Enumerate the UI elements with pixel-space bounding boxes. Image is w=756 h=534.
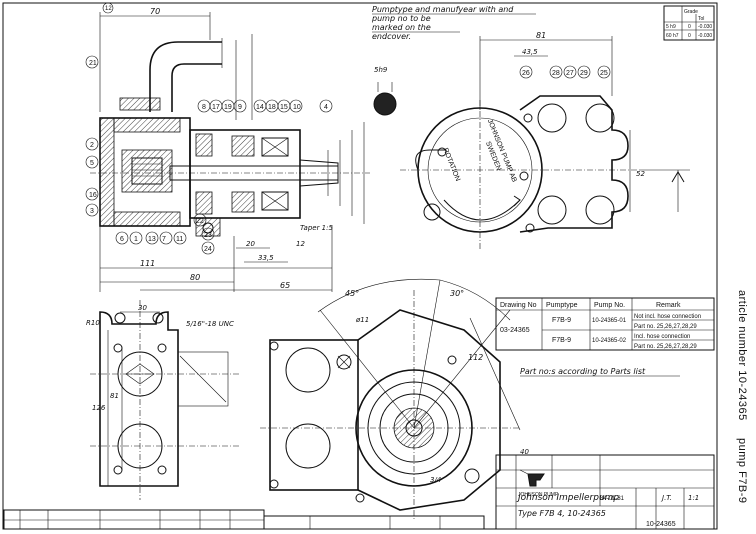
side-label-article: article number 10-24365: [736, 290, 748, 421]
svg-text:24: 24: [204, 246, 212, 253]
dim-70: 70: [150, 7, 160, 16]
title-scale: 1:1: [688, 494, 699, 502]
rev-header-pumpno: Pump No.: [594, 302, 625, 309]
tol-row1-c: -0.030: [698, 24, 712, 30]
dim-30deg: 30°: [450, 289, 464, 298]
dim-111: 111: [140, 259, 155, 268]
tol-row2-b: 0: [688, 33, 691, 39]
svg-text:5: 5: [90, 160, 94, 167]
front-view: [90, 300, 240, 500]
svg-text:10: 10: [293, 104, 301, 111]
title-block: [495, 454, 715, 530]
dim-5h9: 5h9: [374, 66, 388, 74]
dim-80: 80: [190, 273, 200, 282]
svg-text:23: 23: [204, 232, 212, 239]
dim-81: 81: [536, 31, 546, 40]
tol-row1-b: 0: [688, 24, 691, 30]
tol-row2-a: 60 h7: [666, 33, 679, 39]
svg-text:4: 4: [324, 104, 328, 111]
svg-text:6: 6: [120, 236, 124, 243]
dim-126: 126: [92, 404, 106, 412]
svg-text:9: 9: [238, 104, 242, 111]
note-pumptype-3: marked on the: [372, 23, 431, 32]
title-line2: Type F7B 4, 10-24365: [518, 509, 606, 518]
note-pumptype-1: Pumptype and manufyear with and: [372, 5, 514, 14]
title-drawn-by: J.T.: [660, 494, 672, 502]
revision-strip: [3, 509, 485, 530]
svg-text:29: 29: [580, 70, 588, 77]
svg-text:13: 13: [148, 236, 156, 243]
svg-text:16: 16: [89, 192, 97, 199]
rev-header-drawing: Drawing No: [500, 302, 537, 309]
rear-view: [260, 278, 541, 520]
svg-text:21: 21: [89, 60, 97, 67]
dim-33-5: 33,5: [258, 254, 274, 262]
title-line1: Johnson Impellerpump: [516, 493, 619, 503]
title-date: 84-01-31: [600, 496, 625, 502]
rev-row2-remark1: Incl. hose connection: [634, 334, 690, 340]
svg-text:19: 19: [224, 104, 232, 111]
end-view: [400, 36, 690, 250]
svg-text:18: 18: [268, 104, 276, 111]
svg-text:7: 7: [162, 236, 166, 243]
rev-header-remark: Remark: [656, 302, 681, 309]
callout-bubbles: 21 2 5 16 3 8 17 19 9 14 18 15 10 4 6 1 …: [85, 2, 611, 255]
rev-drawing-no: 03-24365: [500, 327, 530, 334]
svg-text:8: 8: [202, 104, 206, 111]
note-pumptype-4: endcover.: [372, 32, 411, 41]
nameplate-line3: ROTATION: [441, 147, 461, 182]
rev-row1-remark2: Part no. 25,26,27,28,29: [634, 324, 697, 330]
dim-45deg: 45°: [345, 289, 359, 298]
rev-row1-pumptype: F7B-9: [552, 317, 571, 324]
note-thread: 5/16"-18 UNC: [186, 320, 234, 328]
dim-3-4: 3/4: [430, 476, 441, 484]
dim-52: 52: [636, 170, 645, 178]
svg-text:1: 1: [134, 236, 138, 243]
title-drawing-no: 10-24365: [646, 521, 676, 528]
rev-header-pumptype: Pumptype: [546, 302, 578, 309]
rev-row1-remark1: Not incl. hose connection: [634, 314, 701, 320]
rev-row2-pumpno: 10-24365-02: [592, 338, 627, 344]
note-parts: Part no:s according to Parts list: [520, 367, 646, 376]
dim-112: 112: [468, 353, 483, 362]
side-label: article number 10-24365 pump F7B-9: [722, 290, 748, 520]
svg-text:28: 28: [552, 70, 560, 77]
section-view: [90, 12, 397, 292]
dim-20: 20: [246, 240, 255, 248]
dim-30: 30: [138, 304, 147, 312]
rev-row2-pumptype: F7B-9: [552, 337, 571, 344]
svg-text:26: 26: [522, 70, 530, 77]
rev-row1-pumpno: 10-24365-01: [592, 318, 627, 324]
tol-header-tol: Tol: [698, 16, 704, 22]
tol-row2-c: -0.030: [698, 33, 712, 39]
svg-text:3: 3: [90, 208, 94, 215]
note-radius: R10: [86, 319, 100, 327]
dim-11: ø11: [355, 316, 369, 324]
dim-43-5: 43,5: [522, 48, 538, 56]
svg-text:27: 27: [566, 70, 574, 77]
svg-text:22: 22: [196, 218, 204, 225]
svg-text:25: 25: [600, 70, 608, 77]
svg-text:17: 17: [212, 104, 220, 111]
title-company: JOHNSON PUMP: [518, 492, 559, 498]
svg-text:14: 14: [256, 104, 264, 111]
svg-text:15: 15: [280, 104, 288, 111]
svg-text:2: 2: [90, 142, 94, 149]
svg-text:11: 11: [176, 236, 183, 243]
side-label-pump: pump F7B-9: [736, 438, 748, 504]
rev-row2-remark2: Part no. 25,26,27,28,29: [634, 344, 697, 350]
revision-table: [495, 297, 715, 351]
dim-81v: 81: [110, 392, 119, 400]
tolerance-table: [663, 5, 715, 41]
dim-65: 65: [280, 281, 290, 290]
svg-text:12: 12: [105, 6, 112, 12]
tol-row1-a: 5 h9: [666, 24, 676, 30]
tol-header-grade: Grade: [684, 9, 698, 15]
dim-40: 40: [520, 448, 529, 456]
dim-12: 12: [296, 240, 305, 248]
note-pumptype-2: pump no to be: [371, 14, 431, 23]
note-taper: Taper 1:5: [300, 224, 333, 232]
